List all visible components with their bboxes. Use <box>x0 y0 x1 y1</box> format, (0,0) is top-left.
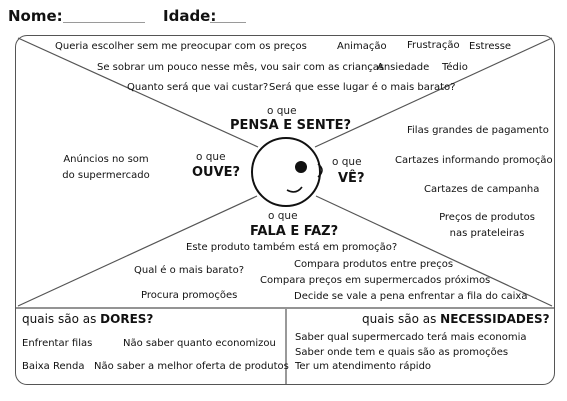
think-feel-title: PENSA E SENTE? <box>230 118 352 133</box>
hear-title: OUVE? <box>192 165 241 180</box>
see-note: Cartazes informando promoção <box>395 155 553 166</box>
age-field[interactable] <box>210 22 246 23</box>
say-do-note: Procura promoções <box>141 290 238 301</box>
name-label: Nome: <box>8 7 63 25</box>
think-note: Tédio <box>442 62 468 73</box>
diagonal-bottom-right <box>315 195 553 307</box>
pains-heading: quais são as DORES? <box>22 312 153 326</box>
see-note: nas prateleiras <box>449 228 525 239</box>
think-note: Queria escolher sem me preocupar com os … <box>55 41 307 52</box>
needs-title: NECESSIDADES? <box>440 312 550 326</box>
needs-heading: quais são as NECESSIDADES? <box>362 312 550 326</box>
see-note: Preços de produtos <box>439 212 535 223</box>
diagonal-top-right <box>314 37 553 148</box>
think-feel-prefix: o que <box>267 105 297 117</box>
diagonal-bottom-left <box>17 195 258 307</box>
diagonal-top-left <box>17 37 259 148</box>
think-note: Será que esse lugar é o mais barato? <box>269 82 456 93</box>
think-note: Ansiedade <box>377 62 430 73</box>
pains-prefix: quais são as <box>22 312 97 326</box>
think-note: Animação <box>337 41 387 52</box>
think-note: Estresse <box>469 41 512 52</box>
see-prefix: o que <box>332 156 362 168</box>
see-note: Cartazes de campanha <box>424 184 540 195</box>
pain-note: Baixa Renda <box>22 361 85 372</box>
empathy-map-frame <box>15 35 555 385</box>
say-do-note: Este produto também está em promoção? <box>186 242 398 253</box>
say-do-prefix: o que <box>268 210 298 222</box>
think-note: Frustração <box>407 40 460 51</box>
needs-prefix: quais são as <box>362 312 437 326</box>
pain-note: Não saber a melhor oferta de produtos <box>94 361 289 372</box>
hear-note: do supermercado <box>62 170 150 181</box>
say-do-note: Decide se vale a pena enfrentar a fila d… <box>294 291 528 302</box>
say-do-note: Qual é o mais barato? <box>134 265 245 276</box>
see-note: Filas grandes de pagamento <box>407 125 549 136</box>
name-field[interactable] <box>63 22 145 23</box>
say-do-note: Compara produtos entre preços <box>294 259 454 270</box>
age-label: Idade: <box>163 7 217 25</box>
pain-note: Não saber quanto economizou <box>123 338 276 349</box>
think-note: Se sobrar um pouco nesse mês, vou sair c… <box>97 62 385 73</box>
pain-note: Enfrentar filas <box>22 338 93 349</box>
say-do-title: FALA E FAZ? <box>250 224 339 239</box>
face-icon <box>251 137 323 207</box>
say-do-note: Compara preços em supermercados próximos <box>260 275 491 286</box>
need-note: Ter um atendimento rápido <box>295 361 432 372</box>
hear-prefix: o que <box>196 151 226 163</box>
need-note: Saber qual supermercado terá mais econom… <box>295 332 527 343</box>
think-note: Quanto será que vai custar? <box>127 82 269 93</box>
pains-title: DORES? <box>100 312 154 326</box>
see-title: VÊ? <box>338 171 365 186</box>
need-note: Saber onde tem e quais são as promoções <box>295 347 509 358</box>
hear-note: Anúncios no som <box>63 154 149 165</box>
